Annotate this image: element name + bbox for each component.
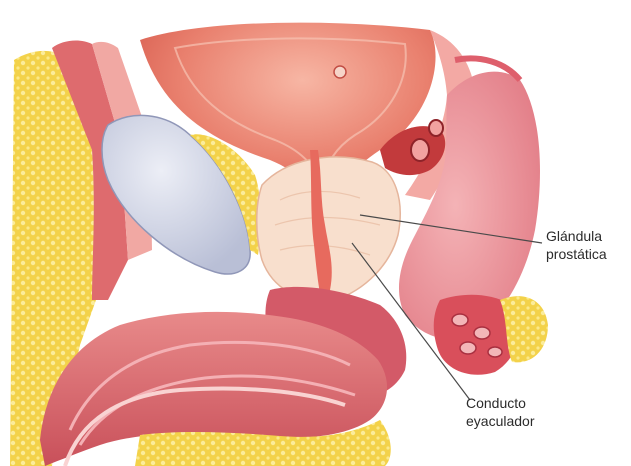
- vas-deferens-section-2: [429, 120, 443, 136]
- label-prostate-gland-line2: prostática: [546, 245, 607, 263]
- vas-deferens-section: [411, 139, 429, 161]
- label-ejaculatory-duct-line2: eyaculador: [466, 412, 535, 430]
- label-ejaculatory-duct: Conducto eyaculador: [466, 394, 535, 430]
- label-prostate-gland-line1: Glándula: [546, 227, 607, 245]
- label-prostate-gland: Glándula prostática: [546, 227, 607, 263]
- label-ejaculatory-duct-line1: Conducto: [466, 394, 535, 412]
- ureter-opening: [334, 66, 346, 78]
